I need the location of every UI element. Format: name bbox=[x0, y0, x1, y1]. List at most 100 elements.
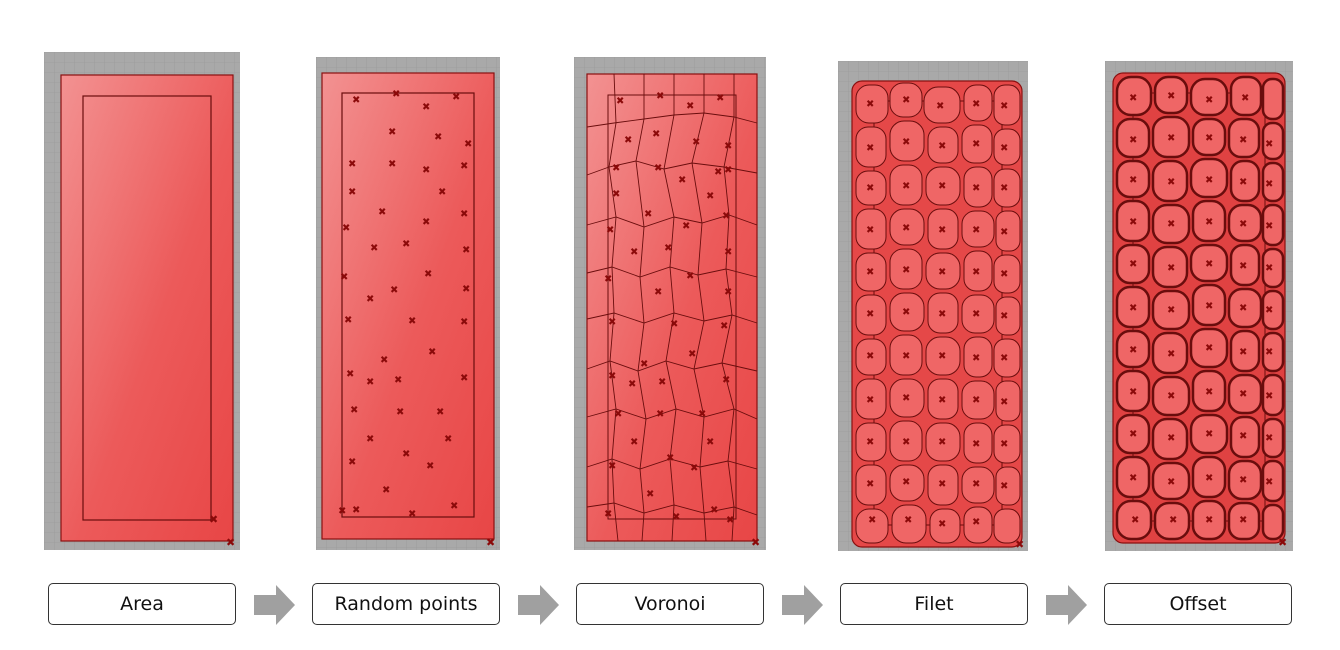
svg-text:✖: ✖ bbox=[436, 407, 444, 418]
svg-text:✖: ✖ bbox=[972, 439, 980, 450]
svg-text:✖: ✖ bbox=[1239, 219, 1247, 230]
svg-text:✖: ✖ bbox=[726, 515, 734, 526]
svg-text:✖: ✖ bbox=[380, 355, 388, 366]
svg-text:✖: ✖ bbox=[938, 267, 946, 278]
svg-text:✖: ✖ bbox=[972, 267, 980, 278]
svg-text:✖: ✖ bbox=[902, 95, 910, 106]
svg-text:✖: ✖ bbox=[1205, 343, 1213, 354]
svg-text:✖: ✖ bbox=[972, 353, 980, 364]
svg-text:✖: ✖ bbox=[630, 437, 638, 448]
svg-text:✖: ✖ bbox=[340, 272, 348, 283]
svg-text:✖: ✖ bbox=[724, 165, 732, 176]
svg-text:✖: ✖ bbox=[1265, 347, 1273, 358]
svg-text:✖: ✖ bbox=[654, 287, 662, 298]
step-label-area: Area bbox=[48, 583, 236, 625]
svg-text:✖: ✖ bbox=[1239, 347, 1247, 358]
svg-text:✖: ✖ bbox=[656, 91, 664, 102]
svg-text:✖: ✖ bbox=[714, 167, 722, 178]
svg-text:✖: ✖ bbox=[682, 221, 690, 232]
inner-boundary bbox=[341, 92, 475, 518]
svg-text:✖: ✖ bbox=[628, 379, 636, 390]
svg-text:✖: ✖ bbox=[382, 485, 390, 496]
svg-text:✖: ✖ bbox=[460, 161, 468, 172]
svg-text:✖: ✖ bbox=[1129, 135, 1137, 146]
svg-text:✖: ✖ bbox=[678, 175, 686, 186]
step-label-voronoi: Voronoi bbox=[576, 583, 764, 625]
step-label-offset: Offset bbox=[1104, 583, 1292, 625]
svg-text:✖: ✖ bbox=[1265, 477, 1273, 488]
offset-seed-markers: ✖✖✖✖ ✖✖✖✖✖ ✖✖✖✖✖ ✖✖✖✖✖ ✖✖✖✖✖ ✖✖✖✖✖ ✖✖✖✖✖… bbox=[1129, 91, 1273, 526]
svg-text:✖: ✖ bbox=[1129, 429, 1137, 440]
svg-text:✖: ✖ bbox=[366, 434, 374, 445]
svg-text:✖: ✖ bbox=[390, 285, 398, 296]
svg-text:✖: ✖ bbox=[1000, 311, 1008, 322]
svg-text:✖: ✖ bbox=[972, 183, 980, 194]
svg-text:✖: ✖ bbox=[724, 141, 732, 152]
svg-text:✖: ✖ bbox=[1129, 93, 1137, 104]
svg-text:✖: ✖ bbox=[422, 102, 430, 113]
svg-text:✖: ✖ bbox=[1129, 345, 1137, 356]
svg-text:✖: ✖ bbox=[706, 437, 714, 448]
svg-text:✖: ✖ bbox=[462, 245, 470, 256]
svg-text:✖: ✖ bbox=[690, 463, 698, 474]
svg-text:✖: ✖ bbox=[938, 309, 946, 320]
svg-text:✖: ✖ bbox=[1129, 387, 1137, 398]
svg-text:✖: ✖ bbox=[1167, 177, 1175, 188]
svg-text:✖: ✖ bbox=[722, 211, 730, 222]
svg-text:✖: ✖ bbox=[658, 377, 666, 388]
svg-text:✖: ✖ bbox=[1167, 219, 1175, 230]
svg-text:✖: ✖ bbox=[1265, 391, 1273, 402]
svg-text:✖: ✖ bbox=[1265, 221, 1273, 232]
svg-text:✖: ✖ bbox=[1239, 261, 1247, 272]
svg-text:✖: ✖ bbox=[866, 395, 874, 406]
svg-text:✖: ✖ bbox=[640, 359, 648, 370]
svg-text:✖: ✖ bbox=[366, 377, 374, 388]
svg-text:✖: ✖ bbox=[936, 101, 944, 112]
svg-text:✖: ✖ bbox=[902, 137, 910, 148]
svg-text:✖: ✖ bbox=[388, 127, 396, 138]
svg-text:✖: ✖ bbox=[348, 457, 356, 468]
svg-text:✖: ✖ bbox=[654, 163, 662, 174]
svg-text:✖: ✖ bbox=[938, 437, 946, 448]
svg-text:✖: ✖ bbox=[424, 269, 432, 280]
svg-text:✖: ✖ bbox=[1241, 93, 1249, 104]
filet-seed-markers: ✖✖✖✖✖ ✖✖✖✖✖ ✖✖✖✖✖ ✖✖✖✖✖ ✖✖✖✖✖ ✖✖✖✖✖ ✖✖✖✖… bbox=[866, 95, 1008, 530]
svg-text:✖: ✖ bbox=[972, 139, 980, 150]
svg-text:✖: ✖ bbox=[346, 369, 354, 380]
svg-text:✖: ✖ bbox=[608, 371, 616, 382]
svg-text:✖: ✖ bbox=[1167, 133, 1175, 144]
step-label-filet: Filet bbox=[840, 583, 1028, 625]
svg-text:✖: ✖ bbox=[866, 437, 874, 448]
area-panel: ✖ ✖ bbox=[44, 52, 240, 550]
svg-text:✖: ✖ bbox=[394, 375, 402, 386]
svg-text:✖: ✖ bbox=[422, 217, 430, 228]
svg-text:✖: ✖ bbox=[366, 294, 374, 305]
svg-text:✖: ✖ bbox=[1167, 305, 1175, 316]
svg-text:✖: ✖ bbox=[938, 141, 946, 152]
svg-text:✖: ✖ bbox=[438, 187, 446, 198]
svg-text:✖: ✖ bbox=[604, 509, 612, 520]
svg-text:✖: ✖ bbox=[670, 319, 678, 330]
svg-text:✖: ✖ bbox=[1205, 473, 1213, 484]
svg-text:✖: ✖ bbox=[608, 317, 616, 328]
svg-text:✖: ✖ bbox=[460, 317, 468, 328]
svg-text:✖: ✖ bbox=[460, 209, 468, 220]
svg-text:✖: ✖ bbox=[460, 373, 468, 384]
svg-text:✖: ✖ bbox=[1000, 481, 1008, 492]
right-arrow-icon bbox=[254, 585, 295, 625]
svg-text:✖: ✖ bbox=[370, 243, 378, 254]
svg-text:✖: ✖ bbox=[866, 267, 874, 278]
svg-text:✖: ✖ bbox=[1000, 227, 1008, 238]
svg-text:✖: ✖ bbox=[724, 287, 732, 298]
svg-text:✖: ✖ bbox=[402, 449, 410, 460]
svg-text:✖: ✖ bbox=[706, 191, 714, 202]
svg-text:✖: ✖ bbox=[938, 479, 946, 490]
svg-text:✖: ✖ bbox=[972, 225, 980, 236]
svg-text:✖: ✖ bbox=[630, 247, 638, 258]
svg-text:✖: ✖ bbox=[1167, 391, 1175, 402]
svg-text:✖: ✖ bbox=[450, 501, 458, 512]
svg-text:✖: ✖ bbox=[1129, 217, 1137, 228]
svg-text:✖: ✖ bbox=[612, 163, 620, 174]
filleted-cells bbox=[855, 82, 1021, 544]
svg-text:✖: ✖ bbox=[1265, 139, 1273, 150]
